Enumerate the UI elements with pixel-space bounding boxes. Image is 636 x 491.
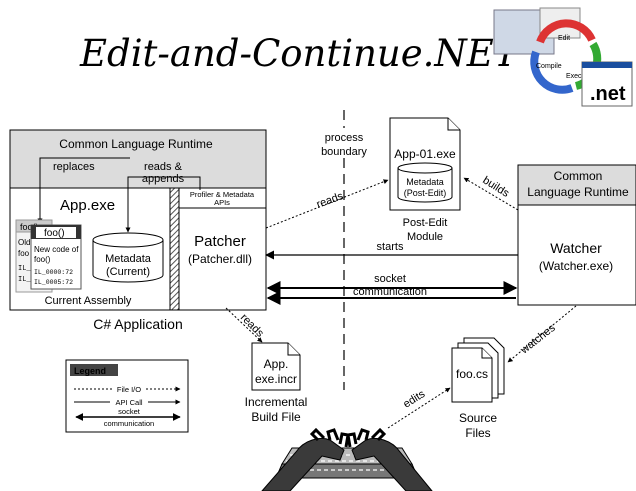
- logo-edit-word: Edit: [558, 35, 570, 42]
- metadata-current-line2: (Current): [106, 266, 150, 278]
- incremental-caption-1: Incremental: [245, 395, 308, 409]
- reads-appends-label-1: reads &: [144, 161, 183, 173]
- incremental-caption-2: Build File: [251, 410, 301, 424]
- post-edit-file-name: App-01.exe: [394, 147, 456, 161]
- legend-file-io: File I/O: [117, 385, 141, 394]
- patcher-label: Patcher: [194, 233, 246, 250]
- incremental-file-1: App.: [264, 357, 289, 371]
- post-edit-module-file: App-01.exe Metadata (Post-Edit): [389, 117, 461, 211]
- reads-bottom-label: reads: [238, 312, 266, 340]
- profiler-api-bar: [169, 187, 180, 311]
- metadata-current-cylinder: Metadata (Current): [92, 232, 164, 283]
- old-card-il1: IL_: [18, 265, 31, 273]
- watches-label: watches: [518, 322, 558, 357]
- new-card-line1: New code of: [34, 245, 79, 254]
- profiler-label-2: APIs: [214, 198, 230, 207]
- builds-label: builds: [480, 174, 511, 200]
- legend-socket-2: communication: [104, 419, 154, 428]
- replaces-label: replaces: [53, 161, 95, 173]
- clr-left-box: Common Language Runtime: [9, 129, 267, 311]
- source-caption-2: Files: [465, 426, 490, 440]
- logo-execute-word: Execute: [566, 73, 591, 80]
- app-exe-label: App.exe: [60, 197, 115, 214]
- incremental-build-file: App. exe.incr: [251, 342, 301, 391]
- reads-top-arrow: [265, 179, 389, 229]
- clr-right-box: Common Language Runtime: [517, 164, 636, 306]
- post-edit-caption-2: Module: [407, 231, 443, 243]
- reads-appends-label-2: appends: [142, 173, 185, 185]
- reads-bottom-arrow: [225, 307, 263, 343]
- dotnet-logo: Edit Compile Execute .net: [493, 7, 633, 107]
- post-edit-metadata-2: (Post-Edit): [404, 188, 447, 198]
- keyboard-hands-icon: [261, 427, 433, 491]
- dotnet-logo-label: .net: [590, 83, 626, 105]
- old-card-line1: Old: [18, 238, 30, 247]
- legend-socket-1: socket: [118, 407, 141, 416]
- process-boundary-label-2: boundary: [321, 146, 367, 158]
- new-card-label: foo(): [44, 228, 65, 239]
- watcher-exe-label: (Watcher.exe): [539, 259, 613, 273]
- diagram-title: Edit-and-Continue.NET: [79, 32, 521, 75]
- patcher-dll-label: (Patcher.dll): [188, 252, 252, 266]
- starts-label: starts: [377, 241, 404, 253]
- metadata-current-line1: Metadata: [105, 253, 152, 265]
- old-card-line2: foo: [18, 249, 30, 258]
- logo-compile-word: Compile: [536, 63, 562, 70]
- post-edit-caption-1: Post-Edit: [403, 217, 448, 229]
- process-boundary-label-1: process: [325, 132, 364, 144]
- clr-right-title-2: Language Runtime: [527, 185, 629, 199]
- communication-label: communication: [353, 286, 427, 298]
- builds-arrow: [463, 177, 519, 211]
- reads-top-label: reads: [315, 190, 345, 211]
- clr-right-title-1: Common: [554, 169, 603, 183]
- watches-arrow: [507, 305, 577, 363]
- new-card-line2: foo(): [34, 255, 51, 264]
- watcher-label: Watcher: [550, 240, 602, 256]
- csharp-application-label: C# Application: [93, 316, 183, 332]
- legend-title: Legend: [74, 366, 106, 376]
- new-card-il1: IL_0000:72: [34, 269, 73, 276]
- source-file-name: foo.cs: [456, 367, 488, 381]
- current-assembly-label: Current Assembly: [45, 295, 132, 307]
- legend-box: Legend File I/O API Call socket communic…: [65, 359, 189, 433]
- source-caption-1: Source: [459, 411, 497, 425]
- old-card-il2: IL_: [18, 276, 31, 284]
- legend-api-call: API Call: [115, 398, 142, 407]
- source-files-stack: foo.cs: [451, 337, 505, 403]
- profiler-label-1: Profiler & Metadata: [190, 190, 255, 199]
- new-code-card: foo() New code of foo() IL_0000:72 IL_00…: [30, 224, 82, 290]
- new-card-il2: IL_0005:72: [34, 279, 73, 286]
- edits-arrow: [387, 387, 451, 429]
- socket-label: socket: [374, 273, 406, 285]
- reads-appends-arrow: [125, 176, 201, 233]
- clr-left-title: Common Language Runtime: [59, 137, 213, 151]
- incremental-file-2: exe.incr: [255, 372, 297, 386]
- old-card-label: foo(): [20, 222, 39, 232]
- post-edit-metadata-1: Metadata: [406, 177, 444, 187]
- edits-label: edits: [401, 388, 427, 411]
- replaces-arrow: [37, 157, 130, 224]
